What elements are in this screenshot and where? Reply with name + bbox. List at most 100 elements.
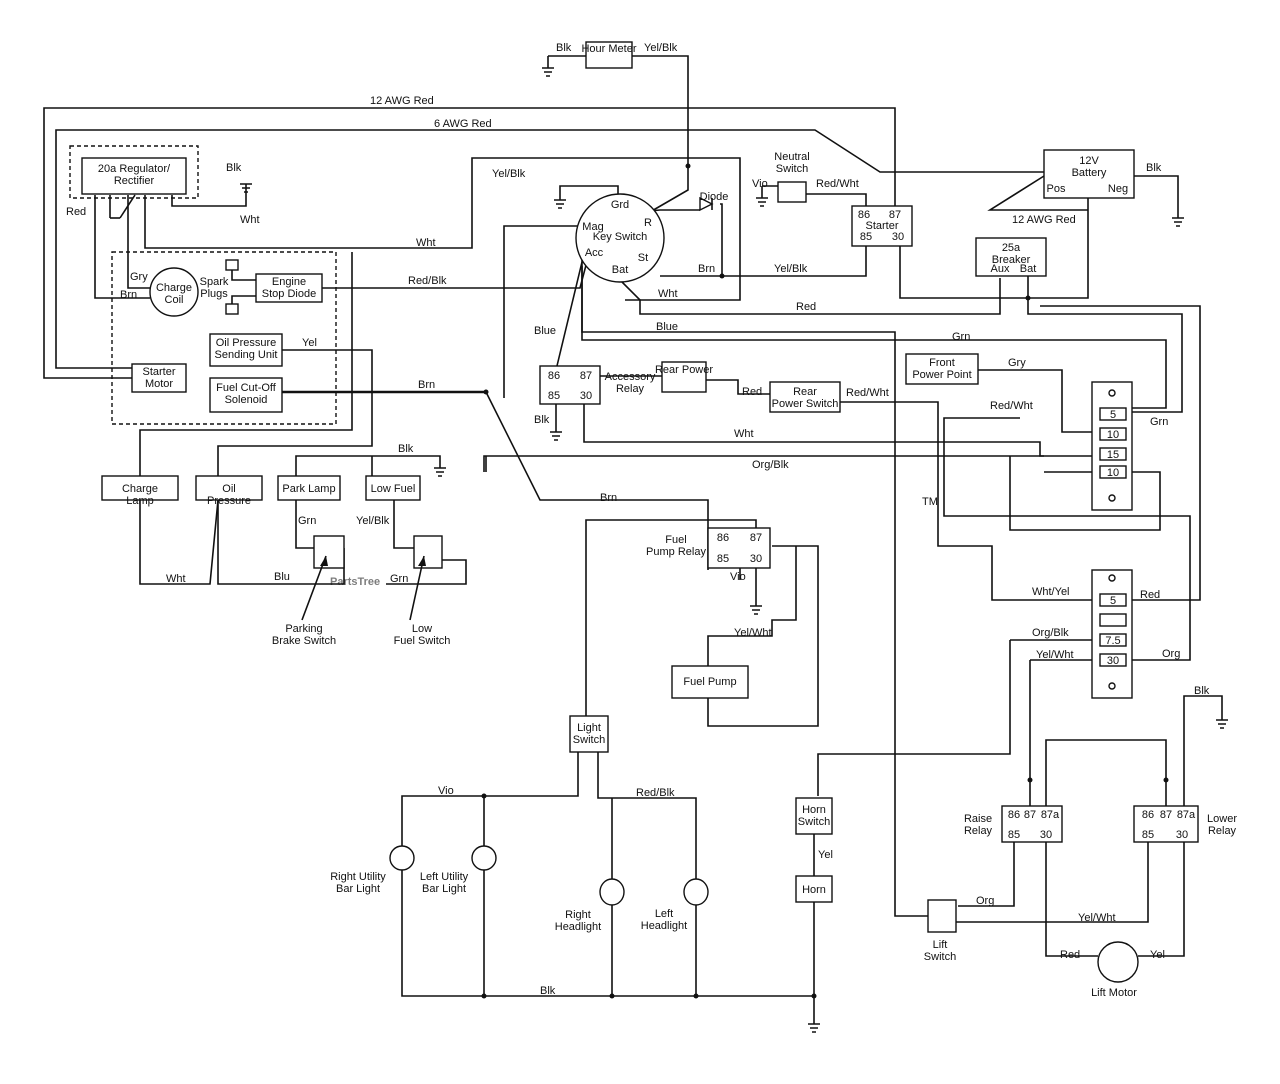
svg-text:Org/Blk: Org/Blk [1032,627,1069,639]
svg-text:Red: Red [796,301,816,313]
ground-symbols [240,67,1228,1033]
svg-text:Blk: Blk [556,42,572,54]
starter-relay: 86 87 Starter 85 30 [851,205,913,247]
svg-text:Red/Blk: Red/Blk [636,787,675,799]
svg-text:Gry: Gry [130,271,148,283]
svg-text:Brn: Brn [698,263,715,275]
svg-text:86: 86 [717,532,729,544]
svg-text:10: 10 [1107,429,1119,441]
junction-dots [481,163,1169,999]
svg-text:Org: Org [976,895,994,907]
svg-text:Yel/Wht: Yel/Wht [1036,649,1074,661]
svg-text:7.5: 7.5 [1105,635,1120,647]
fuse-block-1: 5 10 15 10 [1091,381,1133,511]
svg-text:Yel: Yel [1150,949,1165,961]
svg-text:Park Lamp: Park Lamp [282,483,335,495]
svg-text:15: 15 [1107,449,1119,461]
svg-text:Blu: Blu [274,571,290,583]
svg-text:87: 87 [1024,809,1036,821]
svg-text:Horn: Horn [802,884,826,896]
svg-text:85: 85 [1142,829,1154,841]
svg-text:Yel/Blk: Yel/Blk [356,515,390,527]
low-fuel-lamp: Low Fuel [365,475,421,501]
svg-text:87: 87 [750,532,762,544]
svg-text:Rear Power: Rear Power [655,364,713,376]
svg-text:Blk: Blk [534,414,550,426]
horn: Horn [795,875,833,903]
rear-power: Rear Power [655,361,713,393]
svg-text:Red/Blk: Red/Blk [408,275,447,287]
park-lamp: Park Lamp [277,475,341,501]
svg-text:Wht/Yel: Wht/Yel [1032,586,1070,598]
svg-text:Acc: Acc [585,247,604,259]
svg-text:30: 30 [1107,655,1119,667]
svg-text:86: 86 [858,209,870,221]
wires [43,55,1223,1024]
svg-text:Aux: Aux [991,263,1010,275]
svg-text:Yel: Yel [818,849,833,861]
svg-text:Blk: Blk [398,443,414,455]
regulator-rectifier: 20a Regulator/Rectifier [81,157,187,195]
svg-text:86: 86 [1142,809,1154,821]
lift-motor: Lift Motor [1091,941,1139,999]
svg-text:30: 30 [1040,829,1052,841]
svg-text:Mag: Mag [582,221,603,233]
svg-text:Blue: Blue [656,321,678,333]
svg-text:Bat: Bat [612,264,629,276]
svg-text:Red: Red [66,206,86,218]
hour-meter: Hour Meter [581,41,637,69]
svg-text:87: 87 [580,370,592,382]
svg-text:Wht: Wht [416,237,436,249]
svg-text:30: 30 [892,231,904,243]
key-switch[interactable]: Key Switch Grd Mag Acc R St Bat [575,193,665,283]
svg-text:Blk: Blk [1146,162,1162,174]
svg-text:86: 86 [548,370,560,382]
svg-text:20a Regulator/Rectifier: 20a Regulator/Rectifier [98,163,171,187]
svg-text:Wht: Wht [658,288,678,300]
watermark-tm: TM [922,496,938,508]
svg-text:12 AWG Red: 12 AWG Red [1012,214,1076,226]
svg-text:10: 10 [1107,467,1119,479]
svg-text:Red/Wht: Red/Wht [846,387,889,399]
svg-text:30: 30 [750,553,762,565]
svg-text:Pos: Pos [1047,183,1066,195]
svg-text:85: 85 [717,553,729,565]
regulator-dashed-enclosure [69,145,199,199]
svg-text:Grn: Grn [952,331,970,343]
svg-text:Yel: Yel [302,337,317,349]
svg-text:Brn: Brn [120,289,137,301]
svg-text:Red: Red [1140,589,1160,601]
wire-labels: Blk Yel/Blk 12 AWG Red 6 AWG Red Blk Red… [66,42,1210,997]
